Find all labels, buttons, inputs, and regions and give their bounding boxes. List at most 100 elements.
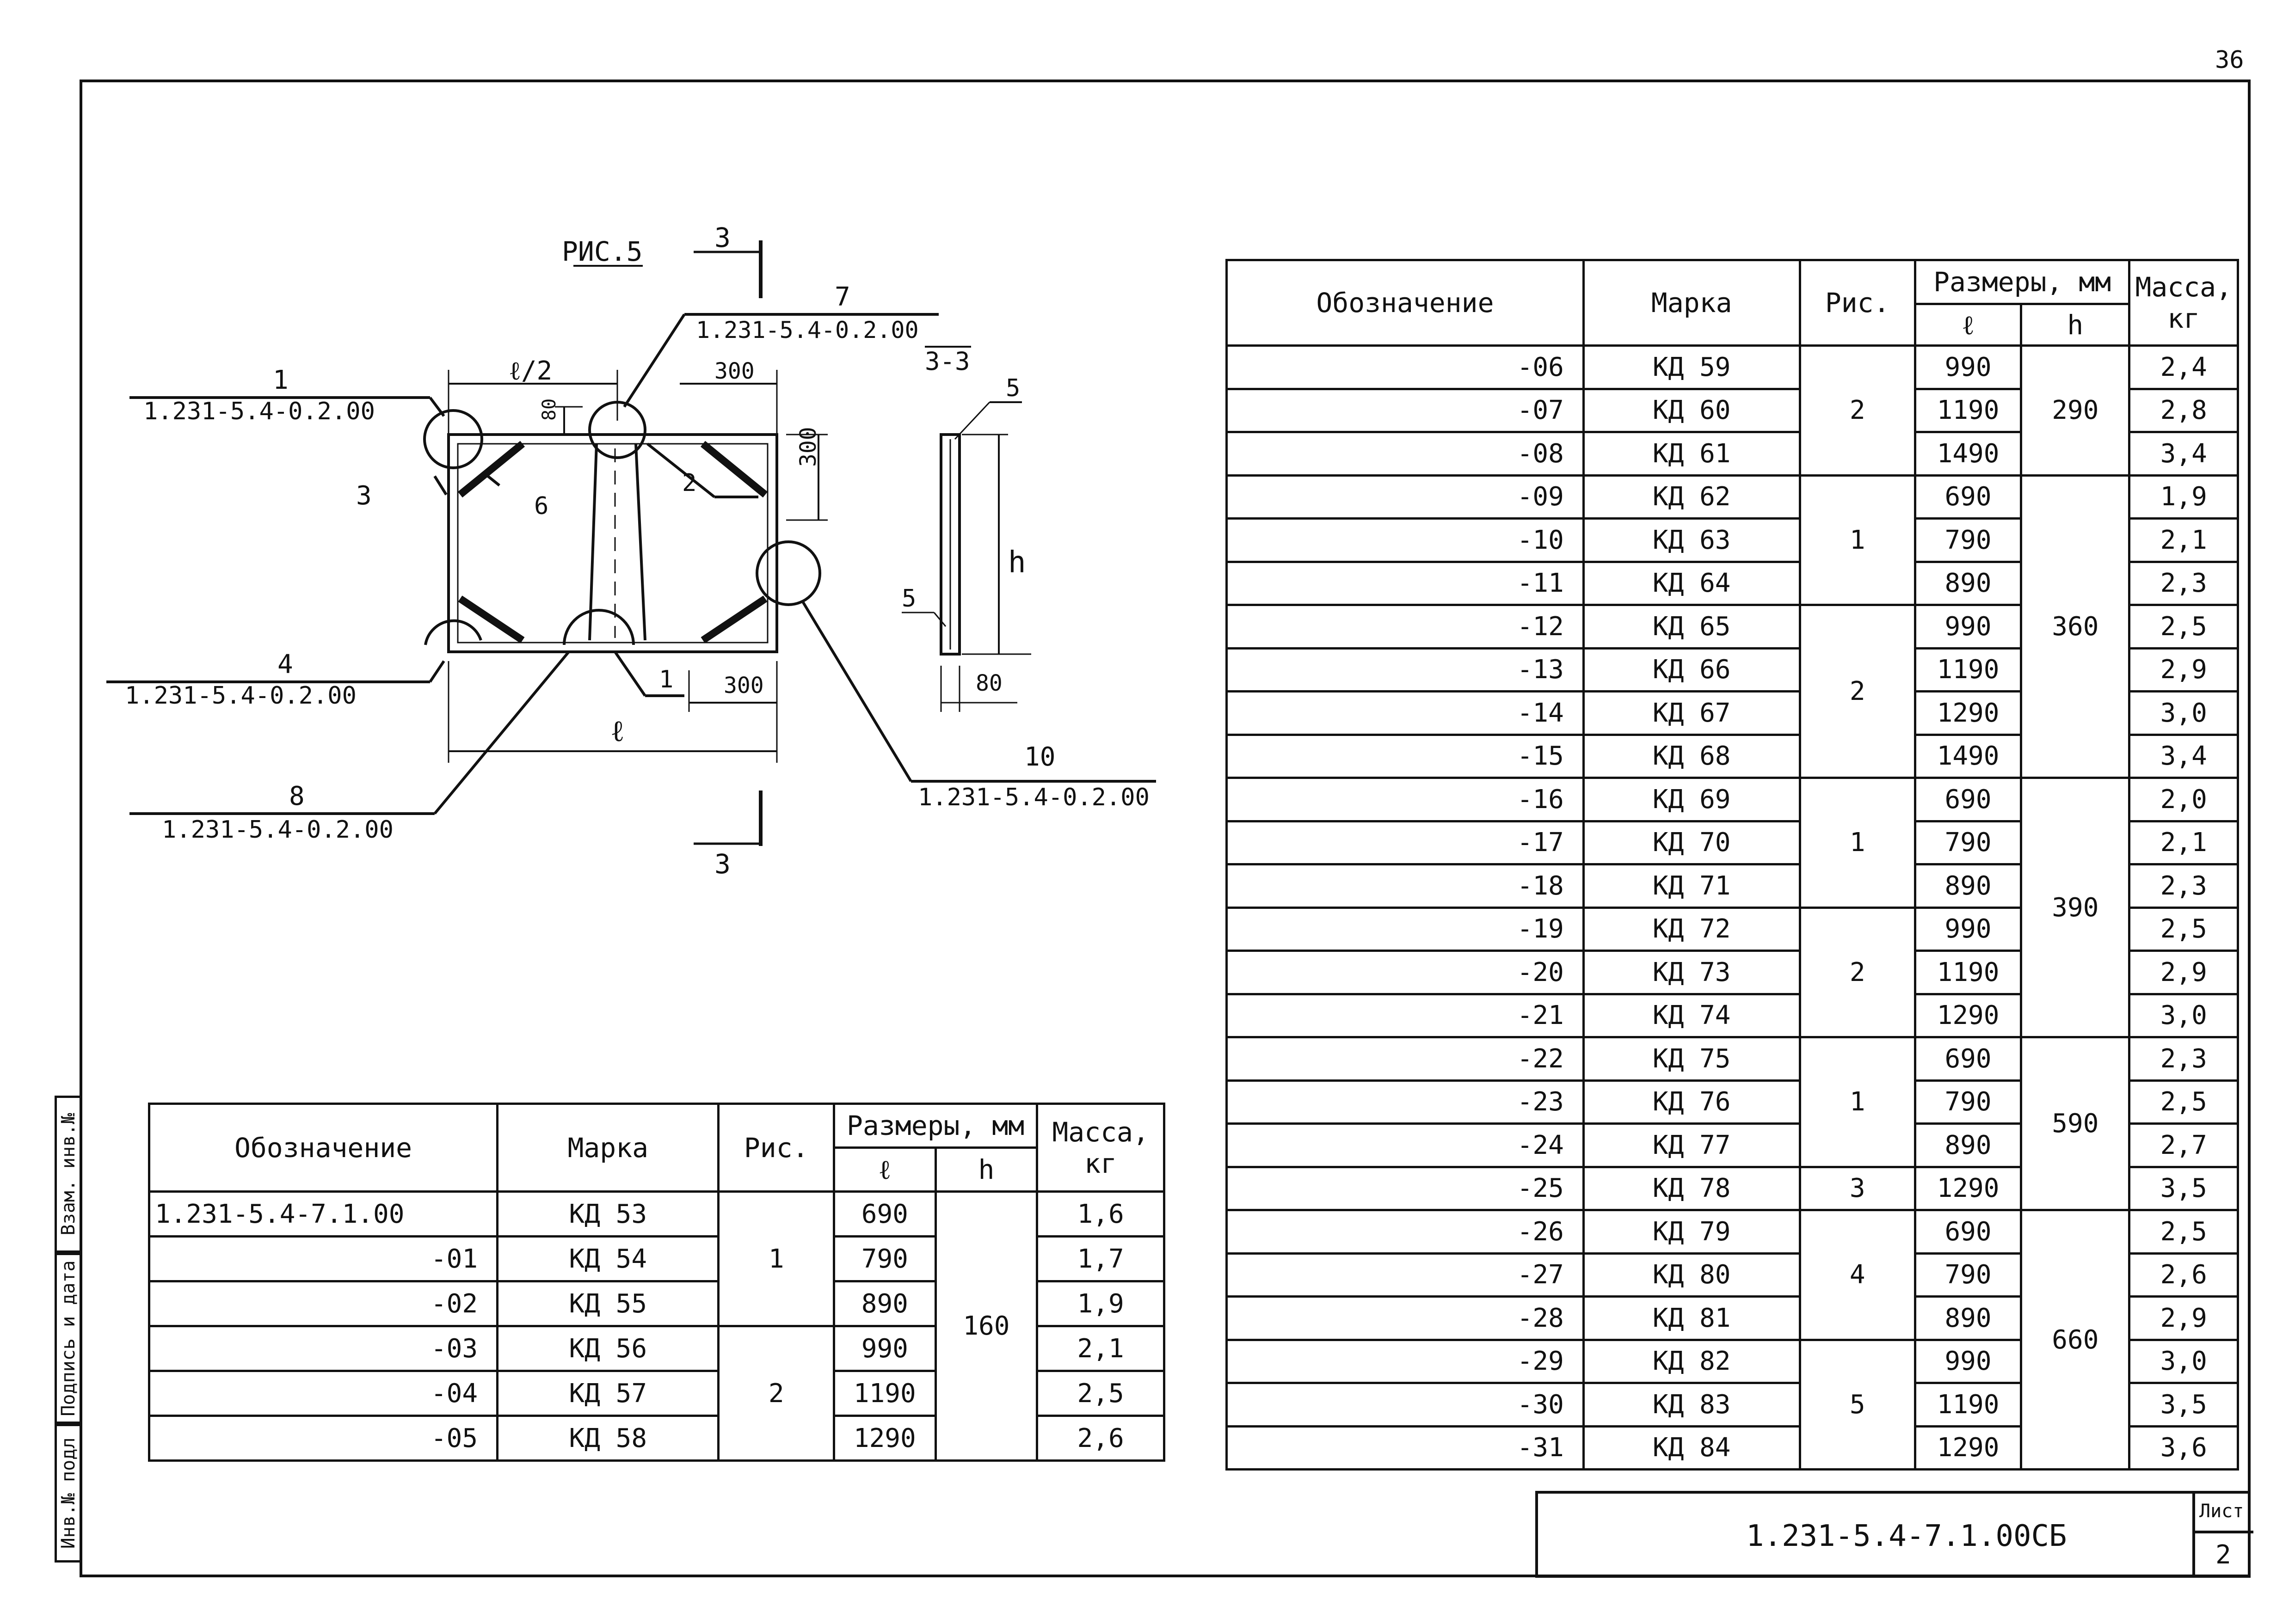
length-cell: 890 (1914, 560, 2023, 606)
designation-cell: -25 (1225, 1165, 1585, 1211)
mass-cell: 2,1 (1036, 1325, 1165, 1372)
designation-cell: -02 (148, 1280, 499, 1327)
fig-cell: 2 (717, 1325, 835, 1462)
mass-cell: 3,4 (2128, 431, 2239, 477)
mark-cell: КД 81 (1582, 1295, 1801, 1341)
mark-cell: КД 77 (1582, 1122, 1801, 1168)
length-cell: 790 (1914, 1079, 2023, 1125)
length-cell: 790 (832, 1235, 937, 1282)
dim-h: h (1008, 545, 1026, 580)
length-cell: 1490 (1914, 431, 2023, 477)
length-cell: 1190 (1914, 1382, 2023, 1428)
mass-cell: 2,3 (2128, 1036, 2239, 1082)
mark-cell: КД 70 (1582, 820, 1801, 865)
mass-cell: 2,5 (2128, 1209, 2239, 1255)
mass-cell: 1,6 (1036, 1190, 1165, 1238)
mark-cell: КД 55 (496, 1280, 720, 1327)
designation-cell: -28 (1225, 1295, 1585, 1341)
fig-cell: 3 (1798, 1165, 1916, 1211)
designation-cell: -22 (1225, 1036, 1585, 1082)
mark-cell: КД 65 (1582, 604, 1801, 650)
side-stamp-replacement: Взам. инв.№ (55, 1096, 82, 1253)
mass-cell: 3,4 (2128, 733, 2239, 779)
designation-cell: -09 (1225, 474, 1585, 520)
callout-number-10: 10 (1024, 742, 1056, 772)
mass-cell: 2,8 (2128, 387, 2239, 433)
height-cell: 660 (2020, 1209, 2131, 1471)
header-mark: Марка (496, 1103, 720, 1193)
mark-cell: КД 72 (1582, 906, 1801, 952)
length-cell: 1190 (1914, 647, 2023, 692)
height-cell: 590 (2020, 1036, 2131, 1211)
dim-80-section: 80 (976, 670, 1003, 696)
header-sizes: Размеры, мм (832, 1103, 1039, 1149)
fig-cell: 2 (1798, 344, 1916, 477)
fig-cell: 1 (717, 1190, 835, 1327)
mass-cell: 3,5 (2128, 1382, 2239, 1428)
label-1b: 1 (659, 666, 674, 693)
length-cell: 690 (1914, 474, 2023, 520)
length-cell: 790 (1914, 1252, 2023, 1298)
dim-300-right: 300 (795, 427, 821, 467)
sheet-label: Лист (2199, 1501, 2244, 1522)
section-view-label: 3-3 (925, 347, 970, 376)
length-cell: 890 (1914, 1295, 2023, 1341)
mass-cell: 2,4 (2128, 344, 2239, 390)
length-cell: 1290 (1914, 993, 2023, 1038)
designation-cell: -01 (148, 1235, 499, 1282)
callout-ref-4: 1.231-5.4-0.2.00 (125, 682, 357, 710)
mark-cell: КД 69 (1582, 777, 1801, 822)
mark-cell: КД 76 (1582, 1079, 1801, 1125)
designation-cell: -07 (1225, 387, 1585, 433)
mark-cell: КД 62 (1582, 474, 1801, 520)
document-code: 1.231-5.4-7.1.00СБ (1746, 1519, 2067, 1553)
designation-cell: -27 (1225, 1252, 1585, 1298)
mass-cell: 2,6 (1036, 1415, 1165, 1462)
mark-cell: КД 79 (1582, 1209, 1801, 1255)
fig-cell: 5 (1798, 1338, 1916, 1471)
sheet-number: 2 (2215, 1540, 2231, 1570)
designation-cell: -31 (1225, 1425, 1585, 1471)
designation-cell: -15 (1225, 733, 1585, 779)
section-mark-top: 3 (714, 222, 731, 253)
mark-cell: КД 74 (1582, 993, 1801, 1038)
callout-number-4: 4 (277, 650, 293, 680)
length-cell: 1190 (832, 1370, 937, 1417)
length-cell: 990 (1914, 604, 2023, 650)
mark-cell: КД 56 (496, 1325, 720, 1372)
section-mark-bottom: 3 (714, 848, 731, 880)
mass-cell: 2,3 (2128, 560, 2239, 606)
dim-80-top: 80 (539, 398, 560, 421)
header-h: h (2020, 303, 2131, 347)
label-2: 2 (682, 469, 697, 497)
fig-cell: 1 (1798, 777, 1916, 909)
designation-cell: -06 (1225, 344, 1585, 390)
designation-cell: -05 (148, 1415, 499, 1462)
mark-cell: КД 54 (496, 1235, 720, 1282)
mass-cell: 2,1 (2128, 517, 2239, 563)
title-block: 1.231-5.4-7.1.00СБ Лист 2 (1535, 1491, 2253, 1578)
designation-cell: -10 (1225, 517, 1585, 563)
designation-cell: -26 (1225, 1209, 1585, 1255)
mass-cell: 2,3 (2128, 863, 2239, 909)
